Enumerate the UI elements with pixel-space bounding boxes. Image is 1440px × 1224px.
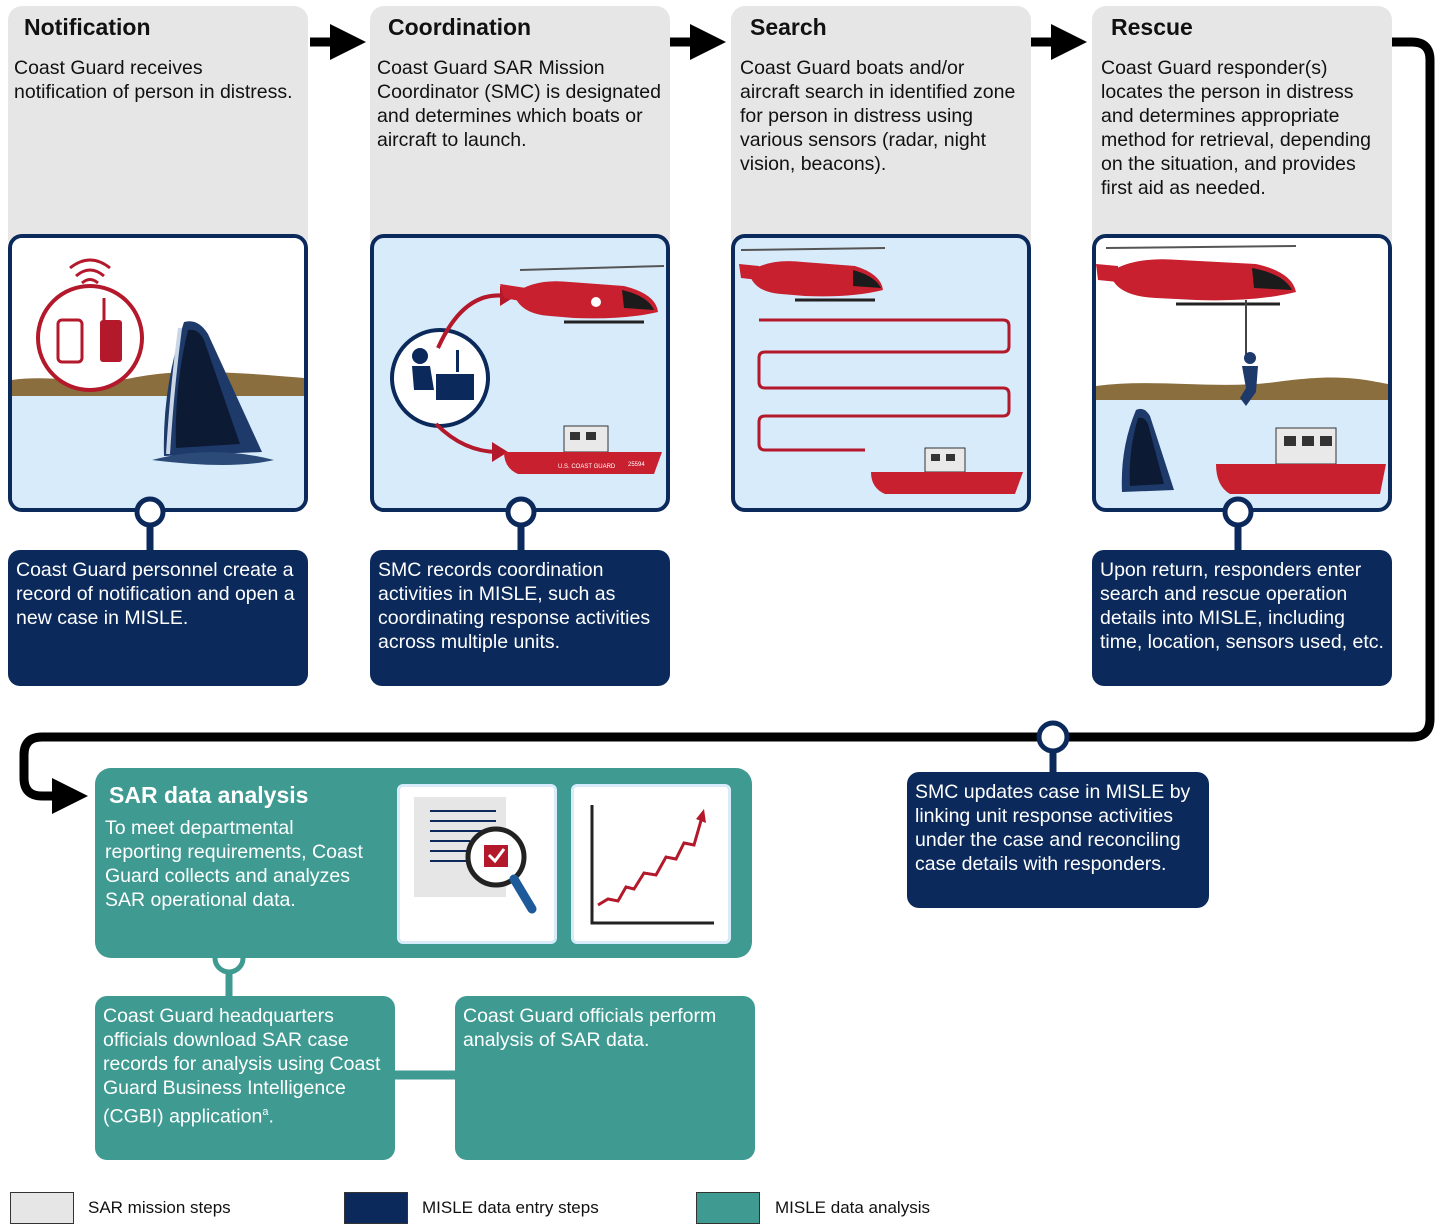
capsized-boat-icon (1121, 408, 1174, 492)
wifi-signal-icon (69, 258, 111, 285)
response-boat-icon (871, 447, 1023, 494)
step-title-rescue: Rescue (1111, 14, 1193, 40)
legend-swatch-mission-steps (10, 1192, 74, 1224)
step-title-search: Search (750, 14, 827, 40)
analysis-text: To meet departmental reporting requireme… (105, 817, 363, 911)
analysis-panel: SAR data analysis To meet departmental r… (95, 768, 752, 958)
radio-icon (100, 320, 122, 362)
step-coordination (370, 6, 670, 252)
helicopter-icon (500, 265, 665, 324)
phone-icon (56, 318, 84, 364)
helicopter-icon (739, 247, 886, 302)
communication-devices-icon (36, 284, 144, 392)
legend-label-mission-steps: SAR mission steps (88, 1198, 231, 1217)
response-boat-icon (1216, 427, 1386, 494)
rescue-swimmer-icon (1240, 352, 1258, 406)
legend-swatch-data-analysis (696, 1192, 760, 1224)
panel-notification-illustration (8, 234, 308, 512)
step-search (731, 6, 1031, 252)
panel-coordination-illustration: U.S. COAST GUARD 25594 (370, 234, 670, 512)
step-rescue (1092, 6, 1392, 252)
panel-search-illustration (731, 234, 1031, 512)
analysis-perform-box: Coast Guard officials perform analysis o… (455, 996, 755, 1160)
search-pattern-path (757, 318, 1011, 452)
analysis-download-text: Coast Guard headquarters officials downl… (103, 1005, 381, 1128)
helicopter-icon (1096, 245, 1297, 306)
boat-hull-text: U.S. COAST GUARD (558, 464, 616, 470)
legend-swatch-data-entry (344, 1192, 408, 1224)
step-notification (8, 6, 308, 252)
step-title-notification: Notification (24, 14, 151, 40)
analysis-title: SAR data analysis (109, 782, 309, 808)
step-title-coordination: Coordination (388, 14, 532, 40)
entry-rescue: Upon return, responders enter search and… (1092, 550, 1392, 686)
step-text-coordination: Coast Guard SAR Mission Coordinator (SMC… (377, 57, 661, 151)
legend-label-data-entry: MISLE data entry steps (422, 1198, 599, 1217)
arrow-rescue-to-analysis (19, 37, 1435, 814)
document-review-icon (397, 784, 557, 944)
boat-hull-number: 25594 (628, 462, 645, 468)
entry-coordination: SMC records coordination activities in M… (370, 550, 670, 686)
step-text-rescue: Coast Guard responder(s) locates the per… (1101, 57, 1371, 199)
entry-notification: Coast Guard personnel create a record of… (8, 550, 308, 686)
legend-label-data-analysis: MISLE data analysis (775, 1198, 930, 1217)
trend-chart-icon (571, 784, 731, 944)
analysis-download-box: Coast Guard headquarters officials downl… (95, 996, 395, 1160)
footnote-marker: a (262, 1106, 269, 1118)
entry-smc-update: SMC updates case in MISLE by linking uni… (907, 772, 1209, 908)
step-text-search: Coast Guard boats and/or aircraft search… (740, 57, 1016, 175)
response-boat-icon: U.S. COAST GUARD 25594 (504, 425, 662, 474)
panel-rescue-illustration (1092, 234, 1392, 512)
step-text-notification: Coast Guard receives notification of per… (14, 57, 293, 103)
capsized-boat-icon (152, 321, 274, 465)
